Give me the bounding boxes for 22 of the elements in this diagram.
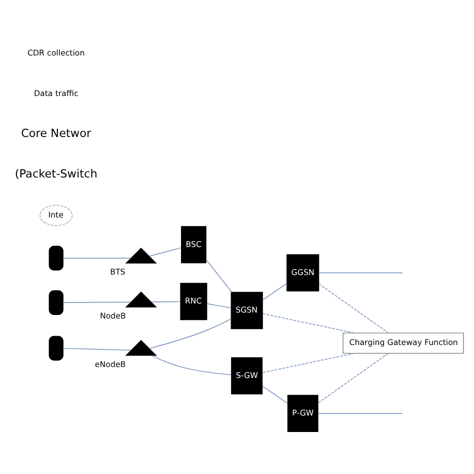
connector	[150, 300, 181, 302]
label: Core Networ	[21, 126, 92, 140]
connector	[318, 352, 389, 404]
connector	[62, 301, 132, 302]
connector	[151, 354, 232, 375]
connector	[206, 302, 232, 308]
connector	[148, 246, 182, 256]
node-phone	[48, 335, 64, 360]
node-phone	[48, 290, 64, 314]
connector	[318, 272, 404, 273]
connector	[262, 385, 288, 404]
connector	[62, 257, 132, 258]
connector	[206, 258, 232, 292]
node-phone	[48, 245, 64, 270]
connector	[318, 282, 389, 333]
connector	[62, 347, 132, 350]
connector	[148, 318, 232, 348]
connector	[262, 282, 288, 300]
connector	[262, 312, 355, 333]
connector	[318, 412, 404, 414]
connector	[262, 352, 355, 373]
label: (Packet-Switch	[14, 167, 98, 180]
